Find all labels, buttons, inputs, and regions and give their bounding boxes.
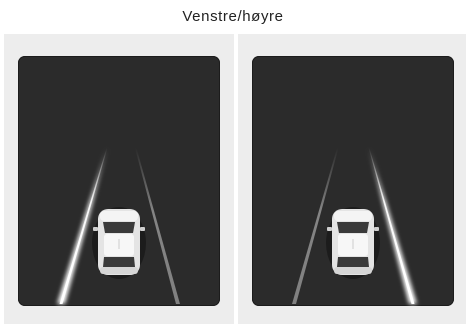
lane-illustration-right (252, 56, 454, 306)
car-top-view-icon (326, 207, 380, 279)
illustration-left-panel (4, 34, 234, 324)
page-title: Venstre/høyre (0, 8, 466, 25)
display-screen-left (18, 56, 220, 306)
illustration-right-panel (238, 34, 466, 324)
display-screen-right (252, 56, 454, 306)
car-top-view-icon (92, 207, 146, 279)
lane-illustration-left (18, 56, 220, 306)
